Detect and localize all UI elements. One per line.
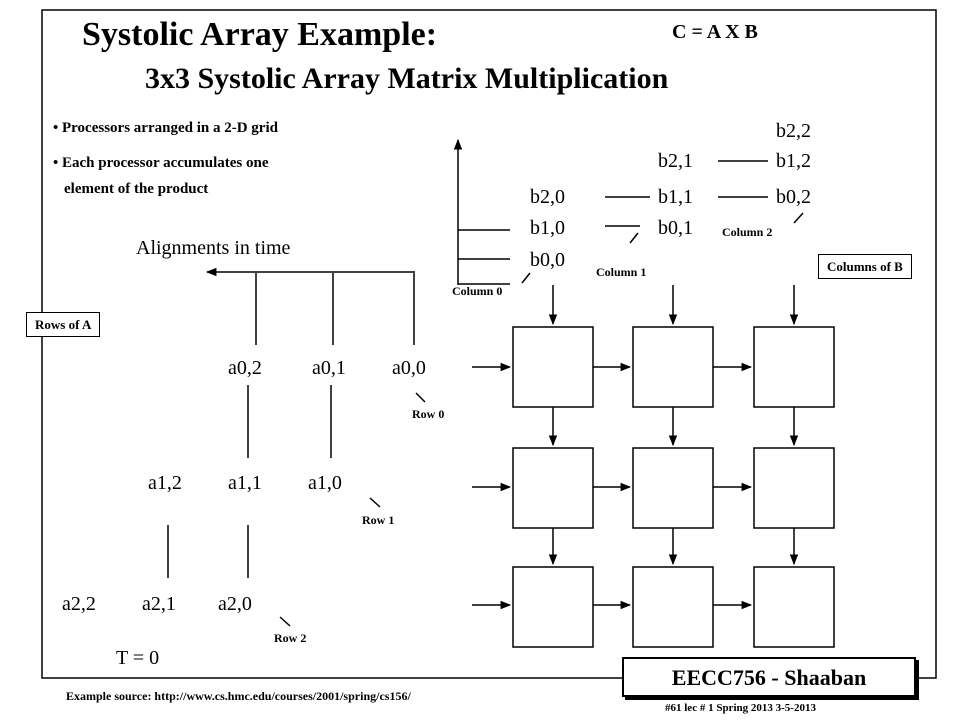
time-label: T = 0 bbox=[116, 647, 160, 669]
processor-2-2 bbox=[753, 566, 835, 648]
bullet-2: • Each processor accumulates one bbox=[53, 155, 269, 171]
a-1-0: a1,0 bbox=[308, 472, 342, 494]
equation: C = A X B bbox=[672, 21, 758, 43]
b-2-2: b2,2 bbox=[776, 120, 811, 142]
column-2-label: Column 2 bbox=[722, 225, 773, 239]
row-0-leader bbox=[415, 392, 426, 403]
a-0-1: a0,1 bbox=[312, 357, 346, 379]
row-1-leader bbox=[369, 497, 381, 508]
a-1-2: a1,2 bbox=[148, 472, 182, 494]
row-0-label: Row 0 bbox=[412, 407, 445, 421]
a-2-2: a2,2 bbox=[62, 593, 96, 615]
a-0-0: a0,0 bbox=[392, 357, 426, 379]
b-0-2: b0,2 bbox=[776, 186, 811, 208]
b-1-1: b1,1 bbox=[658, 186, 693, 208]
rows-of-a-tag: Rows of A bbox=[26, 312, 101, 337]
b-0-1: b0,1 bbox=[658, 217, 693, 239]
a-2-1: a2,1 bbox=[142, 593, 176, 615]
slide-frame bbox=[41, 9, 937, 679]
a-1-1: a1,1 bbox=[228, 472, 262, 494]
columns-of-b-tag: Columns of B bbox=[818, 254, 912, 279]
column-0-label: Column 0 bbox=[452, 284, 503, 298]
slide-subtitle: 3x3 Systolic Array Matrix Multiplication bbox=[145, 62, 669, 95]
column-0-leader bbox=[521, 272, 531, 284]
processor-0-2 bbox=[753, 326, 835, 408]
b-0-0: b0,0 bbox=[530, 249, 565, 271]
processor-1-1 bbox=[632, 447, 714, 529]
column-1-label: Column 1 bbox=[596, 265, 647, 279]
processor-2-0 bbox=[512, 566, 594, 648]
slide-title: Systolic Array Example: bbox=[82, 16, 438, 53]
processor-1-2 bbox=[753, 447, 835, 529]
footer-info: #61 lec # 1 Spring 2013 3-5-2013 bbox=[665, 702, 816, 714]
row-1-label: Row 1 bbox=[362, 513, 395, 527]
processor-0-0 bbox=[512, 326, 594, 408]
b-2-1: b2,1 bbox=[658, 150, 693, 172]
course-badge: EECC756 - Shaaban bbox=[622, 657, 916, 697]
b-1-2: b1,2 bbox=[776, 150, 811, 172]
column-1-leader bbox=[629, 232, 639, 244]
b-1-0: b1,0 bbox=[530, 217, 565, 239]
row-2-label: Row 2 bbox=[274, 631, 307, 645]
processor-2-1 bbox=[632, 566, 714, 648]
bullet-1: • Processors arranged in a 2-D grid bbox=[53, 120, 278, 136]
course-badge-label: EECC756 - Shaaban bbox=[671, 665, 867, 690]
footer-source: Example source: http://www.cs.hmc.edu/co… bbox=[66, 689, 411, 703]
processor-0-1 bbox=[632, 326, 714, 408]
column-2-leader bbox=[793, 212, 804, 224]
bullet-2-cont: element of the product bbox=[64, 181, 209, 197]
row-2-leader bbox=[279, 616, 291, 627]
a-2-0: a2,0 bbox=[218, 593, 252, 615]
a-0-2: a0,2 bbox=[228, 357, 262, 379]
b-2-0: b2,0 bbox=[530, 186, 565, 208]
processor-1-0 bbox=[512, 447, 594, 529]
alignments-label: Alignments in time bbox=[136, 237, 291, 259]
